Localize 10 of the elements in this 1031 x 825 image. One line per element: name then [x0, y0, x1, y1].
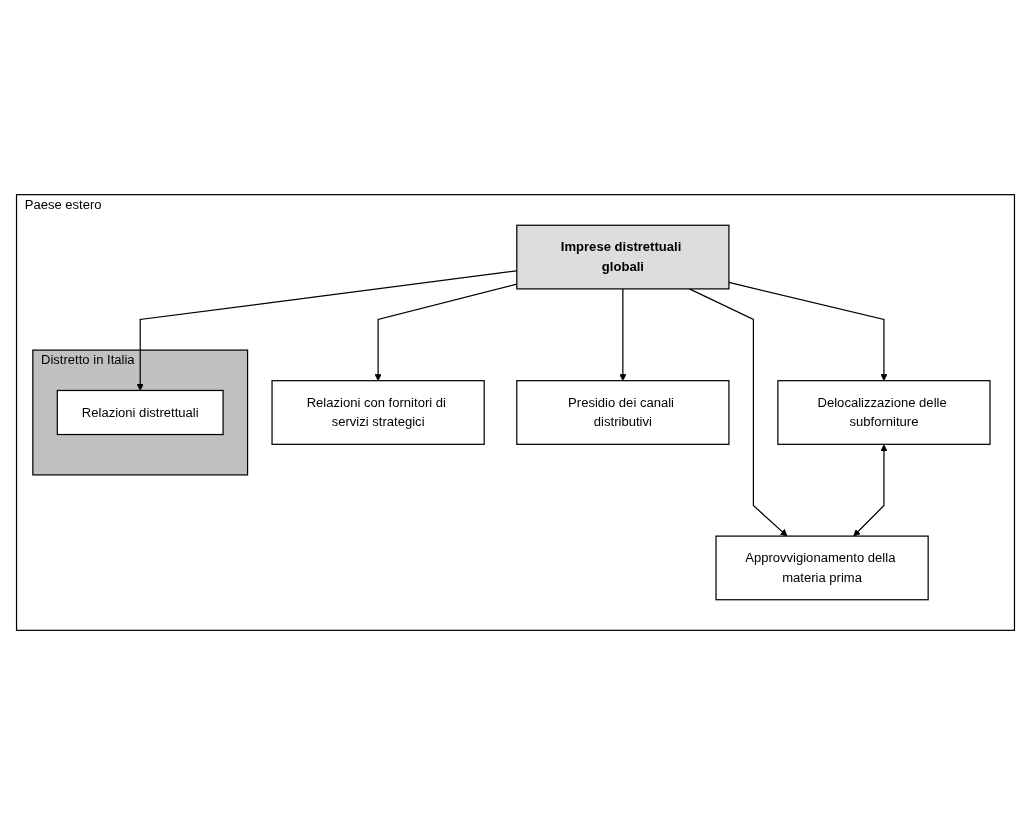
node-box: Approvvigionamento della materia prima	[715, 535, 929, 601]
node-box: Presidio dei canali distributivi	[516, 380, 730, 445]
arrow	[688, 288, 788, 537]
arrow	[619, 288, 627, 381]
arrow	[853, 444, 888, 537]
arrow	[728, 281, 888, 381]
node-box: Delocalizzazione delle subforniture	[777, 380, 991, 445]
node-box: Relazioni distrettuali	[56, 389, 224, 436]
node-box: Relazioni con fornitori di servizi strategici	[271, 380, 485, 445]
node-box: Imprese distrettuali globali	[516, 224, 730, 290]
